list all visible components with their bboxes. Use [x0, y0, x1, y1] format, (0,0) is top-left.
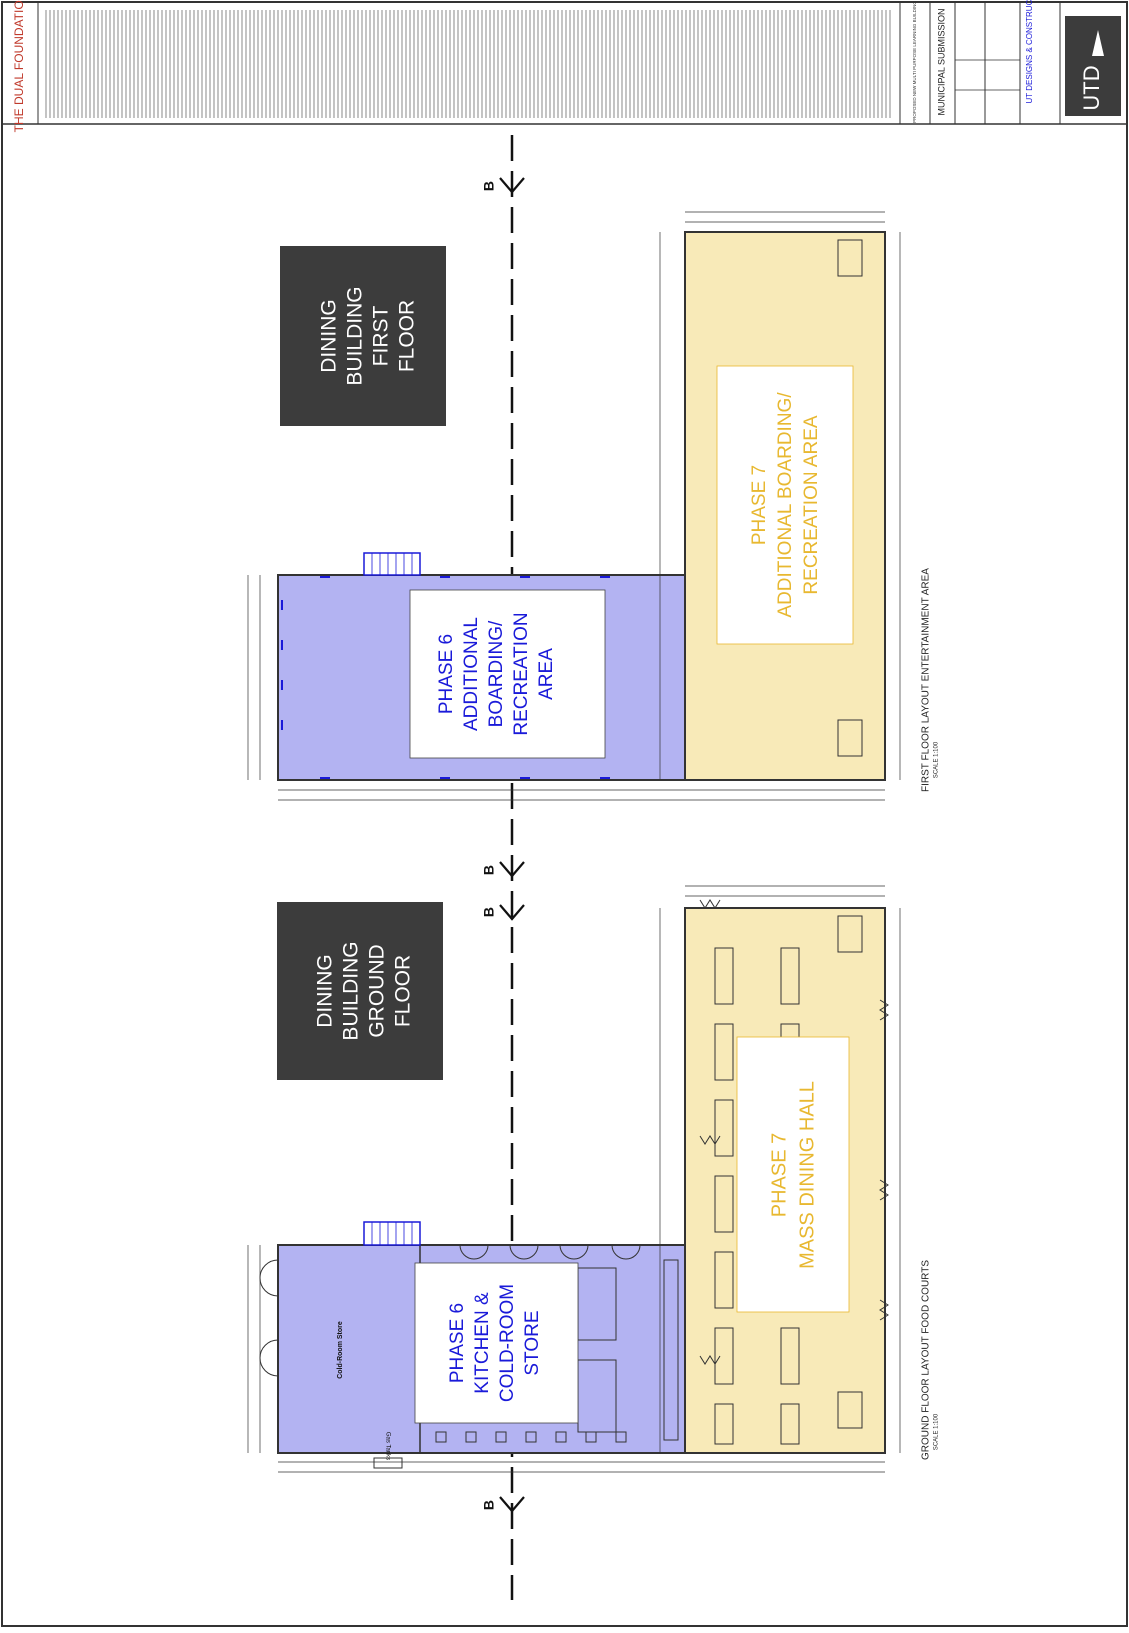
dining-ground-line1: DINING	[314, 954, 337, 1028]
company-name: UT DESIGNS & CONSTRUCTION	[1025, 0, 1034, 103]
serving-counter	[663, 1259, 679, 1441]
ground-floor-caption: GROUND FLOOR LAYOUT FOOD COURTS	[921, 1260, 932, 1460]
dining-first-line1: DINING	[318, 299, 341, 373]
phase6-boarding-line1: PHASE 6	[436, 634, 457, 714]
title-block: THE DUAL FOUNDATION PROPOSED NEW MULTI P…	[2, 0, 1127, 132]
phase6-boarding-line3: BOARDING/	[486, 620, 507, 727]
stair-a	[837, 239, 863, 277]
phase7-dining-line2: MASS DINING HALL	[796, 1081, 818, 1269]
ground-floor-plan: Gas Tanks Cold-Room Store	[247, 885, 940, 1473]
stair-c	[837, 915, 863, 953]
first-floor-scale: SCALE 1:100	[934, 741, 940, 778]
phase6-kitchen-line4: STORE	[522, 1310, 543, 1375]
phase6-kitchen-label-box	[414, 1262, 579, 1424]
phase7-boarding-line2: ADDITIONAL BOARDING/	[775, 392, 796, 618]
dining-first-line2: BUILDING	[344, 286, 367, 385]
stair-b	[837, 719, 863, 757]
cold-room-label: Cold-Room Store	[337, 1321, 344, 1379]
section-line-b: B B B B	[481, 135, 525, 1600]
phase6-kitchen-line1: PHASE 6	[447, 1303, 468, 1383]
stove-2	[577, 1359, 617, 1433]
section-marker-4: B	[481, 1500, 497, 1510]
first-floor-stair	[363, 552, 421, 576]
gas-tanks-label: Gas Tanks	[384, 1432, 390, 1460]
phase6-boarding-label-box	[409, 589, 606, 759]
phase6-boarding-line5: AREA	[536, 648, 557, 700]
project-title: PROPOSED NEW MULTI PURPOSE LEARNING BUIL…	[912, 1, 917, 123]
phase7-boarding-line1: PHASE 7	[749, 465, 770, 545]
logo-text: UTD	[1079, 65, 1104, 110]
utd-logo	[1065, 16, 1121, 116]
first-floor-plan: PHASE 6 ADDITIONAL BOARDING/ RECREATION …	[247, 211, 940, 801]
stair-d	[837, 1391, 863, 1429]
ground-floor-stair	[363, 1221, 421, 1246]
dining-ground-line2: BUILDING	[340, 941, 363, 1040]
dining-ground-line4: FLOOR	[392, 955, 415, 1027]
phase7-dining-label-box	[736, 1036, 850, 1313]
phase6-boarding-line4: RECREATION	[511, 612, 532, 735]
stove-1	[577, 1267, 617, 1341]
phase6-kitchen-line3: COLD-ROOM	[497, 1284, 518, 1402]
phase6-boarding-line2: ADDITIONAL	[461, 617, 482, 731]
section-marker-3: B	[481, 907, 497, 917]
dining-first-line4: FLOOR	[396, 300, 419, 372]
dining-first-box	[280, 246, 446, 426]
dining-ground-line3: GROUND	[366, 944, 389, 1037]
dining-first-line3: FIRST	[370, 306, 393, 367]
ground-floor-scale: SCALE 1:100	[934, 1413, 940, 1450]
dining-ground-box	[277, 902, 443, 1080]
submission-label: MUNICIPAL SUBMISSION	[936, 8, 946, 115]
phase7-dining-line1: PHASE 7	[768, 1133, 790, 1217]
section-marker-2: B	[481, 865, 497, 875]
foundation-name: THE DUAL FOUNDATION	[12, 0, 26, 132]
general-notes	[45, 10, 891, 118]
section-marker-1: B	[481, 181, 497, 191]
phase6-kitchen-line2: KITCHEN &	[472, 1292, 493, 1394]
first-floor-caption: FIRST FLOOR LAYOUT ENTERTAINMENT AREA	[921, 568, 932, 792]
gas-tanks	[373, 1457, 403, 1469]
logo-building-icon	[1092, 30, 1104, 56]
phase7-boarding-line3: RECREATION AREA	[801, 415, 822, 594]
phase7-boarding-label-box	[716, 365, 854, 645]
